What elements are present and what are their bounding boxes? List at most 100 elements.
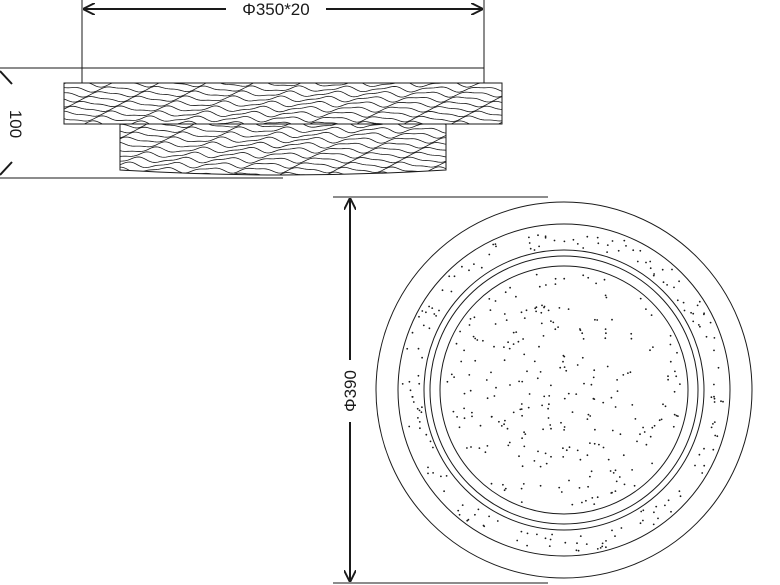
top-diameter-label: Φ350*20 <box>242 0 309 19</box>
star-dot <box>585 499 587 502</box>
star-dot <box>441 289 444 292</box>
star-dot-pattern <box>401 234 724 552</box>
star-dot <box>697 324 700 326</box>
star-dot <box>523 317 526 319</box>
star-dot <box>554 328 557 331</box>
star-dot <box>533 249 536 251</box>
star-dot <box>459 330 461 333</box>
star-dot <box>540 311 543 314</box>
wave-line <box>120 136 446 144</box>
star-dot <box>611 529 613 532</box>
star-dot <box>457 509 460 512</box>
star-dot <box>490 482 493 485</box>
star-dot <box>473 316 476 319</box>
star-dot <box>401 383 404 385</box>
star-dot <box>417 374 420 377</box>
star-dot <box>583 382 585 385</box>
star-dot <box>479 424 482 427</box>
star-dot <box>710 426 713 429</box>
star-dot <box>493 345 495 348</box>
star-dot <box>607 458 610 461</box>
star-dot <box>559 366 562 369</box>
star-dot <box>425 311 427 314</box>
star-dot <box>642 509 645 512</box>
star-dot <box>651 426 654 429</box>
star-dot <box>461 265 463 268</box>
star-dot <box>463 417 466 420</box>
star-dot <box>443 490 445 493</box>
star-dot <box>614 406 617 408</box>
star-dot <box>472 335 475 338</box>
star-dot <box>522 338 524 340</box>
star-dot <box>593 442 596 445</box>
star-dot <box>617 249 620 252</box>
star-dot <box>548 545 551 547</box>
star-dot <box>605 540 607 542</box>
star-dot <box>576 243 579 245</box>
star-dot <box>649 267 652 270</box>
star-dot <box>636 440 638 443</box>
star-dot <box>467 518 470 521</box>
star-dot <box>694 464 696 467</box>
star-dot <box>713 421 716 423</box>
star-dot <box>627 372 629 374</box>
star-dot <box>466 447 468 449</box>
star-dot <box>539 484 542 487</box>
star-dot <box>520 311 523 314</box>
wave-line <box>120 126 446 134</box>
star-dot <box>548 395 551 397</box>
star-dot <box>508 347 511 350</box>
star-dot <box>568 446 571 449</box>
star-dot <box>605 546 607 549</box>
star-dot <box>643 431 646 433</box>
star-dot <box>468 269 470 272</box>
star-dot <box>498 420 500 423</box>
star-dot <box>667 378 669 381</box>
star-dot <box>527 406 530 409</box>
star-dot <box>565 369 568 372</box>
star-dot <box>678 280 680 283</box>
star-dot <box>705 335 708 338</box>
star-dot <box>604 337 607 340</box>
star-dot <box>544 537 547 540</box>
star-dot <box>504 487 507 490</box>
star-dot <box>554 277 557 280</box>
star-dot <box>563 355 566 358</box>
star-dot <box>713 337 716 339</box>
star-dot <box>625 245 627 247</box>
star-dot <box>440 475 442 478</box>
star-dot <box>669 334 672 337</box>
height-label: 100 <box>6 110 25 138</box>
star-dot <box>503 423 505 426</box>
star-dot <box>456 416 458 418</box>
star-dot <box>528 393 531 395</box>
star-dot <box>494 323 497 325</box>
third-ring <box>423 249 705 531</box>
star-dot <box>602 446 605 449</box>
star-dot <box>696 304 699 307</box>
star-dot <box>550 427 552 430</box>
star-dot <box>717 366 720 369</box>
star-dot <box>523 431 525 434</box>
star-dot <box>525 309 528 312</box>
star-dot <box>529 247 532 250</box>
star-dot <box>666 284 668 286</box>
star-dot <box>503 489 506 492</box>
star-dot <box>474 359 477 362</box>
inner-disc <box>439 265 689 515</box>
star-dot <box>508 441 511 444</box>
star-dot <box>618 476 621 478</box>
star-dot <box>683 309 686 312</box>
star-dot <box>605 332 607 335</box>
star-dot <box>671 268 673 271</box>
star-dot <box>670 510 672 513</box>
star-dot <box>563 397 566 400</box>
star-dot <box>673 390 676 393</box>
star-dot <box>503 359 506 362</box>
wave-line <box>83 120 502 124</box>
star-dot <box>562 456 565 458</box>
star-dot <box>631 469 633 471</box>
star-dot <box>536 377 539 380</box>
star-dot <box>521 380 524 383</box>
wave-line <box>64 95 502 103</box>
